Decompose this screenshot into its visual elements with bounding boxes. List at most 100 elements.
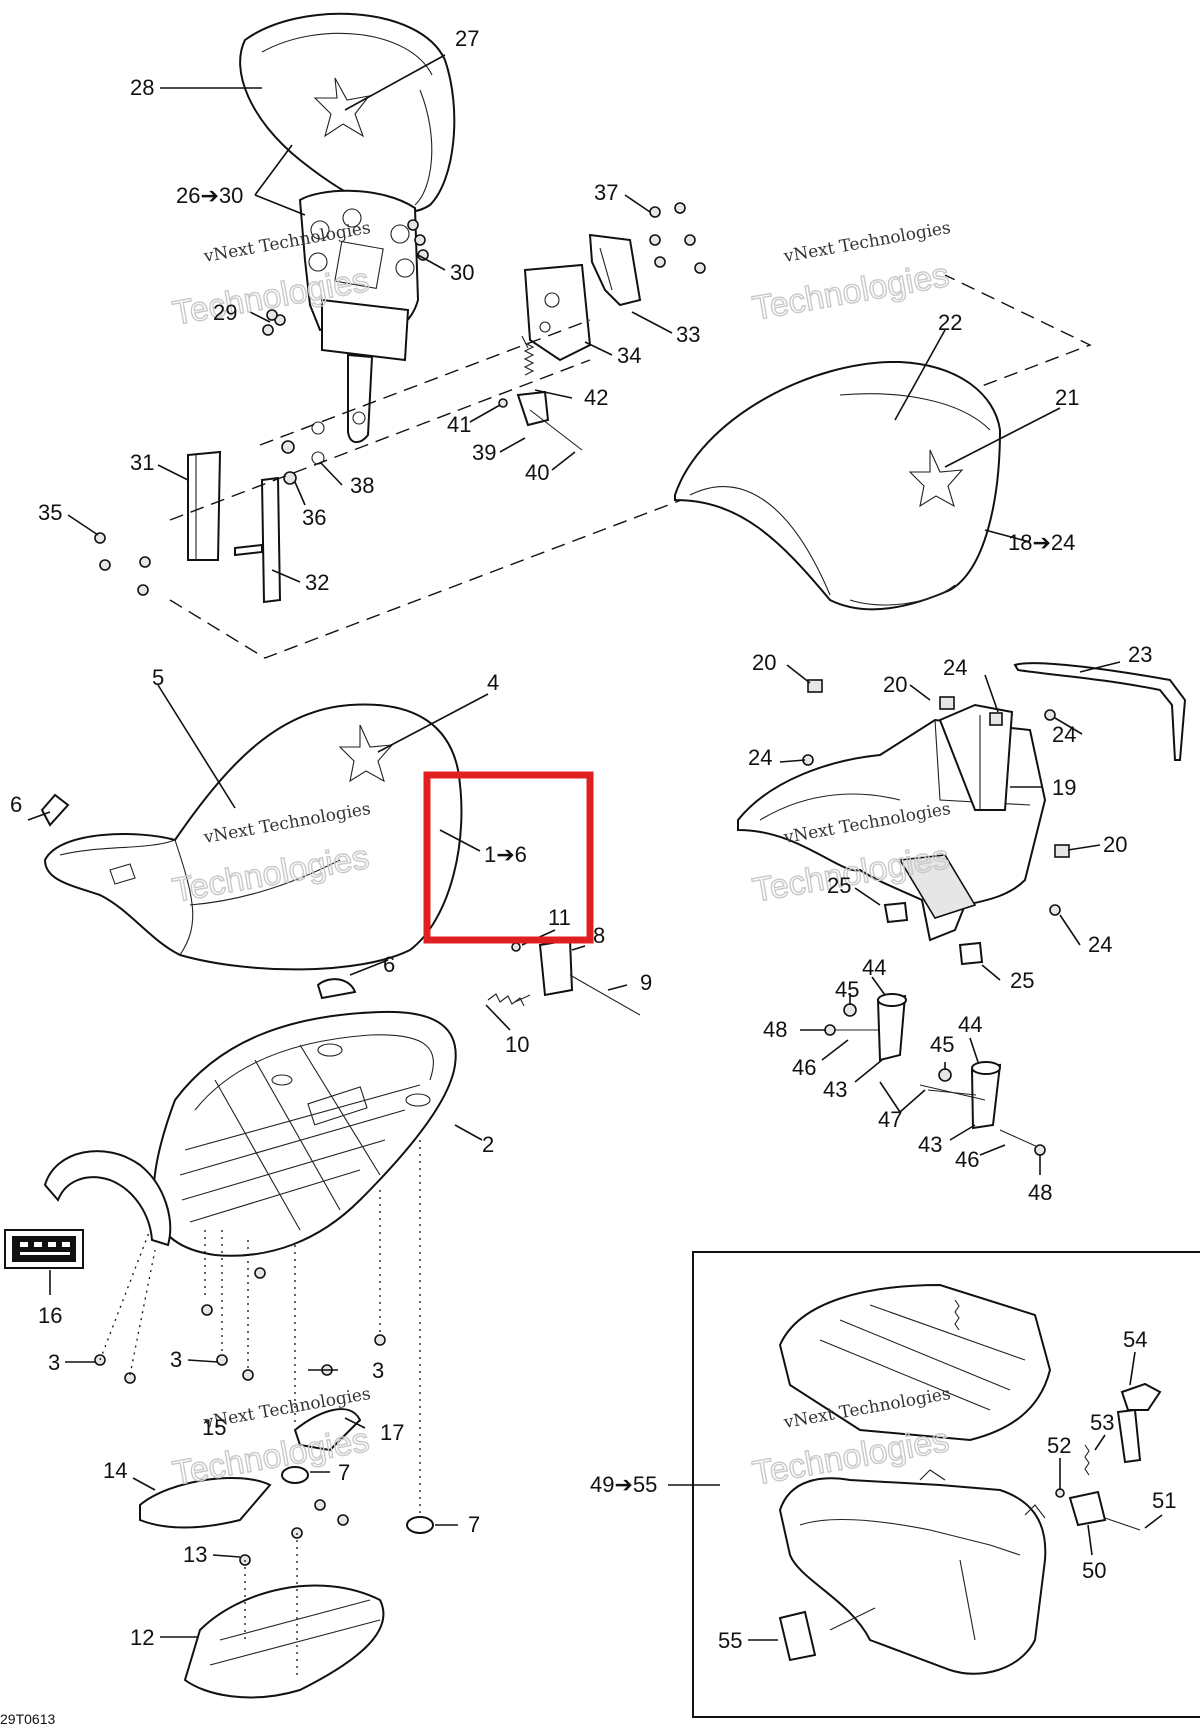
callout-54: 54: [1123, 1327, 1147, 1352]
callout-22: 22: [938, 310, 962, 335]
seat-front-bumper: [43, 1150, 172, 1247]
tray-arrow: [829, 1607, 876, 1631]
callout-47: 47: [878, 1107, 902, 1132]
leader-lines: [27, 54, 1163, 1641]
callout-52: 52: [1047, 1433, 1071, 1458]
backrest-hinge-bracket: [523, 233, 642, 362]
callout-11: 11: [548, 905, 571, 930]
callout-9: 9: [640, 970, 652, 995]
callout-8: 8: [593, 923, 605, 948]
callout-50: 50: [1082, 1558, 1106, 1583]
callout-43a: 43: [823, 1077, 847, 1102]
rack-grab-bar: [1013, 662, 1187, 761]
callout-31: 31: [130, 450, 154, 475]
tray-latch: [778, 1382, 1162, 1662]
callout-53: 53: [1090, 1410, 1114, 1435]
callout-33: 33: [676, 322, 700, 347]
callout-28: 28: [130, 75, 154, 100]
storage-lid: [778, 1283, 1052, 1442]
rear-rack: [737, 703, 1047, 942]
callout-20b: 20: [883, 672, 907, 697]
callout-46a: 46: [792, 1055, 816, 1080]
callout-14: 14: [103, 1458, 127, 1483]
callout-27: 27: [455, 26, 479, 51]
seat-latch-assembly: [487, 938, 641, 1016]
seat-lower-parts: [139, 1408, 434, 1699]
callout-26-30: 26➔30: [176, 183, 243, 208]
callout-48b: 48: [1028, 1180, 1052, 1205]
callout-25b: 25: [1010, 968, 1034, 993]
callout-51: 51: [1152, 1488, 1176, 1513]
callout-21: 21: [1055, 385, 1079, 410]
callout-37: 37: [594, 180, 618, 205]
backrest-plate: [298, 189, 420, 444]
callout-15: 15: [202, 1415, 226, 1440]
callout-2: 2: [482, 1132, 494, 1157]
callout-23: 23: [1128, 642, 1152, 667]
rack-fasteners: [802, 679, 1070, 966]
drawing-code: 29T0613: [0, 1711, 55, 1727]
backrest-group-outline: [169, 274, 1092, 659]
seat-clips: [40, 793, 357, 1000]
callout-29: 29: [213, 300, 237, 325]
callout-4: 4: [487, 670, 499, 695]
callout-24d: 24: [1088, 932, 1112, 957]
callout-25a: 25: [827, 873, 851, 898]
callout-39: 39: [472, 440, 496, 465]
warning-label: [4, 1229, 84, 1269]
callout-20a: 20: [752, 650, 776, 675]
callout-18-24: 18➔24: [1008, 530, 1075, 555]
callout-49-55: 49➔55: [590, 1472, 657, 1497]
storage-tray: [778, 1469, 1047, 1675]
callout-34: 34: [617, 343, 641, 368]
highlight-box: [423, 771, 594, 944]
callout-38: 38: [350, 473, 374, 498]
callout-30: 30: [450, 260, 474, 285]
callout-6b: 6: [383, 952, 395, 977]
seat-base-pan: [152, 1010, 457, 1257]
latch-spring: [516, 335, 583, 451]
callout-3b: 3: [170, 1347, 182, 1372]
backrest-fasteners: [94, 202, 706, 596]
callout-labels: 27 28 26➔30 30 29 37 33 34 42 41 39 40 3…: [10, 26, 1176, 1653]
callout-41: 41: [447, 412, 471, 437]
callout-36: 36: [302, 505, 326, 530]
callout-45a: 45: [835, 977, 859, 1002]
callout-1-6: 1➔6: [484, 842, 527, 867]
callout-16: 16: [38, 1303, 62, 1328]
callout-5: 5: [152, 665, 164, 690]
callout-55: 55: [718, 1628, 742, 1653]
callout-10: 10: [505, 1032, 529, 1057]
svg-text:Technologies: Technologies: [750, 256, 952, 328]
callout-3a: 3: [48, 1350, 60, 1375]
callout-17: 17: [380, 1420, 404, 1445]
callout-32: 32: [305, 570, 329, 595]
callout-24c: 24: [748, 745, 772, 770]
callout-6: 6: [10, 792, 22, 817]
callout-13: 13: [183, 1542, 207, 1567]
callout-24b: 24: [1052, 722, 1076, 747]
callout-12: 12: [130, 1625, 154, 1650]
callout-3c: 3: [372, 1358, 384, 1383]
backrest-struts: [187, 450, 282, 604]
passenger-seat-cowl: [674, 360, 1002, 611]
support-posts: [824, 993, 1046, 1156]
callout-43b: 43: [918, 1132, 942, 1157]
callout-48a: 48: [763, 1017, 787, 1042]
backrest-cushion: [239, 12, 456, 214]
callout-40: 40: [525, 460, 549, 485]
callout-45b: 45: [930, 1032, 954, 1057]
callout-19: 19: [1052, 775, 1076, 800]
callout-44b: 44: [958, 1012, 982, 1037]
seat-cover: [43, 703, 463, 971]
callout-44a: 44: [862, 955, 886, 980]
callout-46b: 46: [955, 1147, 979, 1172]
callout-7b: 7: [468, 1512, 480, 1537]
seat-assembly-leaders: [99, 1140, 421, 1680]
callout-20c: 20: [1103, 832, 1127, 857]
callout-42: 42: [584, 385, 608, 410]
callout-24a: 24: [943, 655, 967, 680]
callout-7a: 7: [338, 1460, 350, 1485]
